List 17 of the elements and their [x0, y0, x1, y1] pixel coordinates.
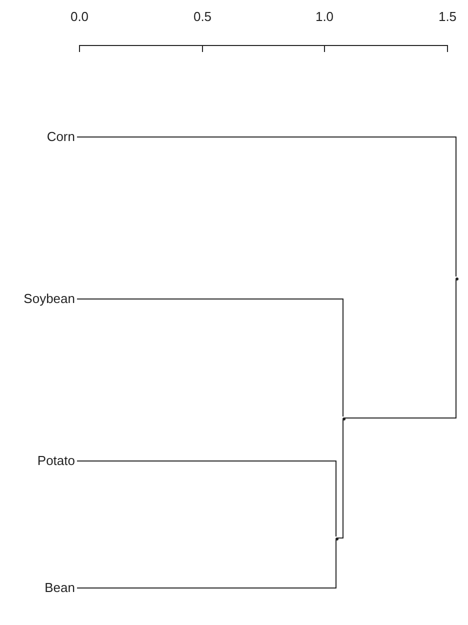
dendrogram-branch — [337, 419, 344, 538]
dendrogram-branch — [76, 539, 336, 588]
junction-dot — [342, 417, 345, 420]
axis-tick-label: 1.5 — [438, 9, 457, 24]
dendrogram-branch — [76, 460, 336, 537]
junction-dot — [455, 277, 458, 280]
axis-tick-label: 1.0 — [315, 9, 334, 24]
leaf-label: Bean — [44, 580, 77, 596]
dendrogram-branch — [76, 298, 344, 417]
leaf-label: Soybean — [24, 291, 77, 307]
axis-tick-label: 0.5 — [193, 9, 212, 24]
leaf-label: Corn — [46, 129, 77, 145]
junction-dot — [335, 537, 338, 540]
dendrogram-branch — [344, 279, 456, 418]
leaf-label: Potato — [37, 453, 77, 469]
dendrogram-branch — [76, 136, 456, 277]
axis-tick-label: 0.0 — [70, 9, 89, 24]
